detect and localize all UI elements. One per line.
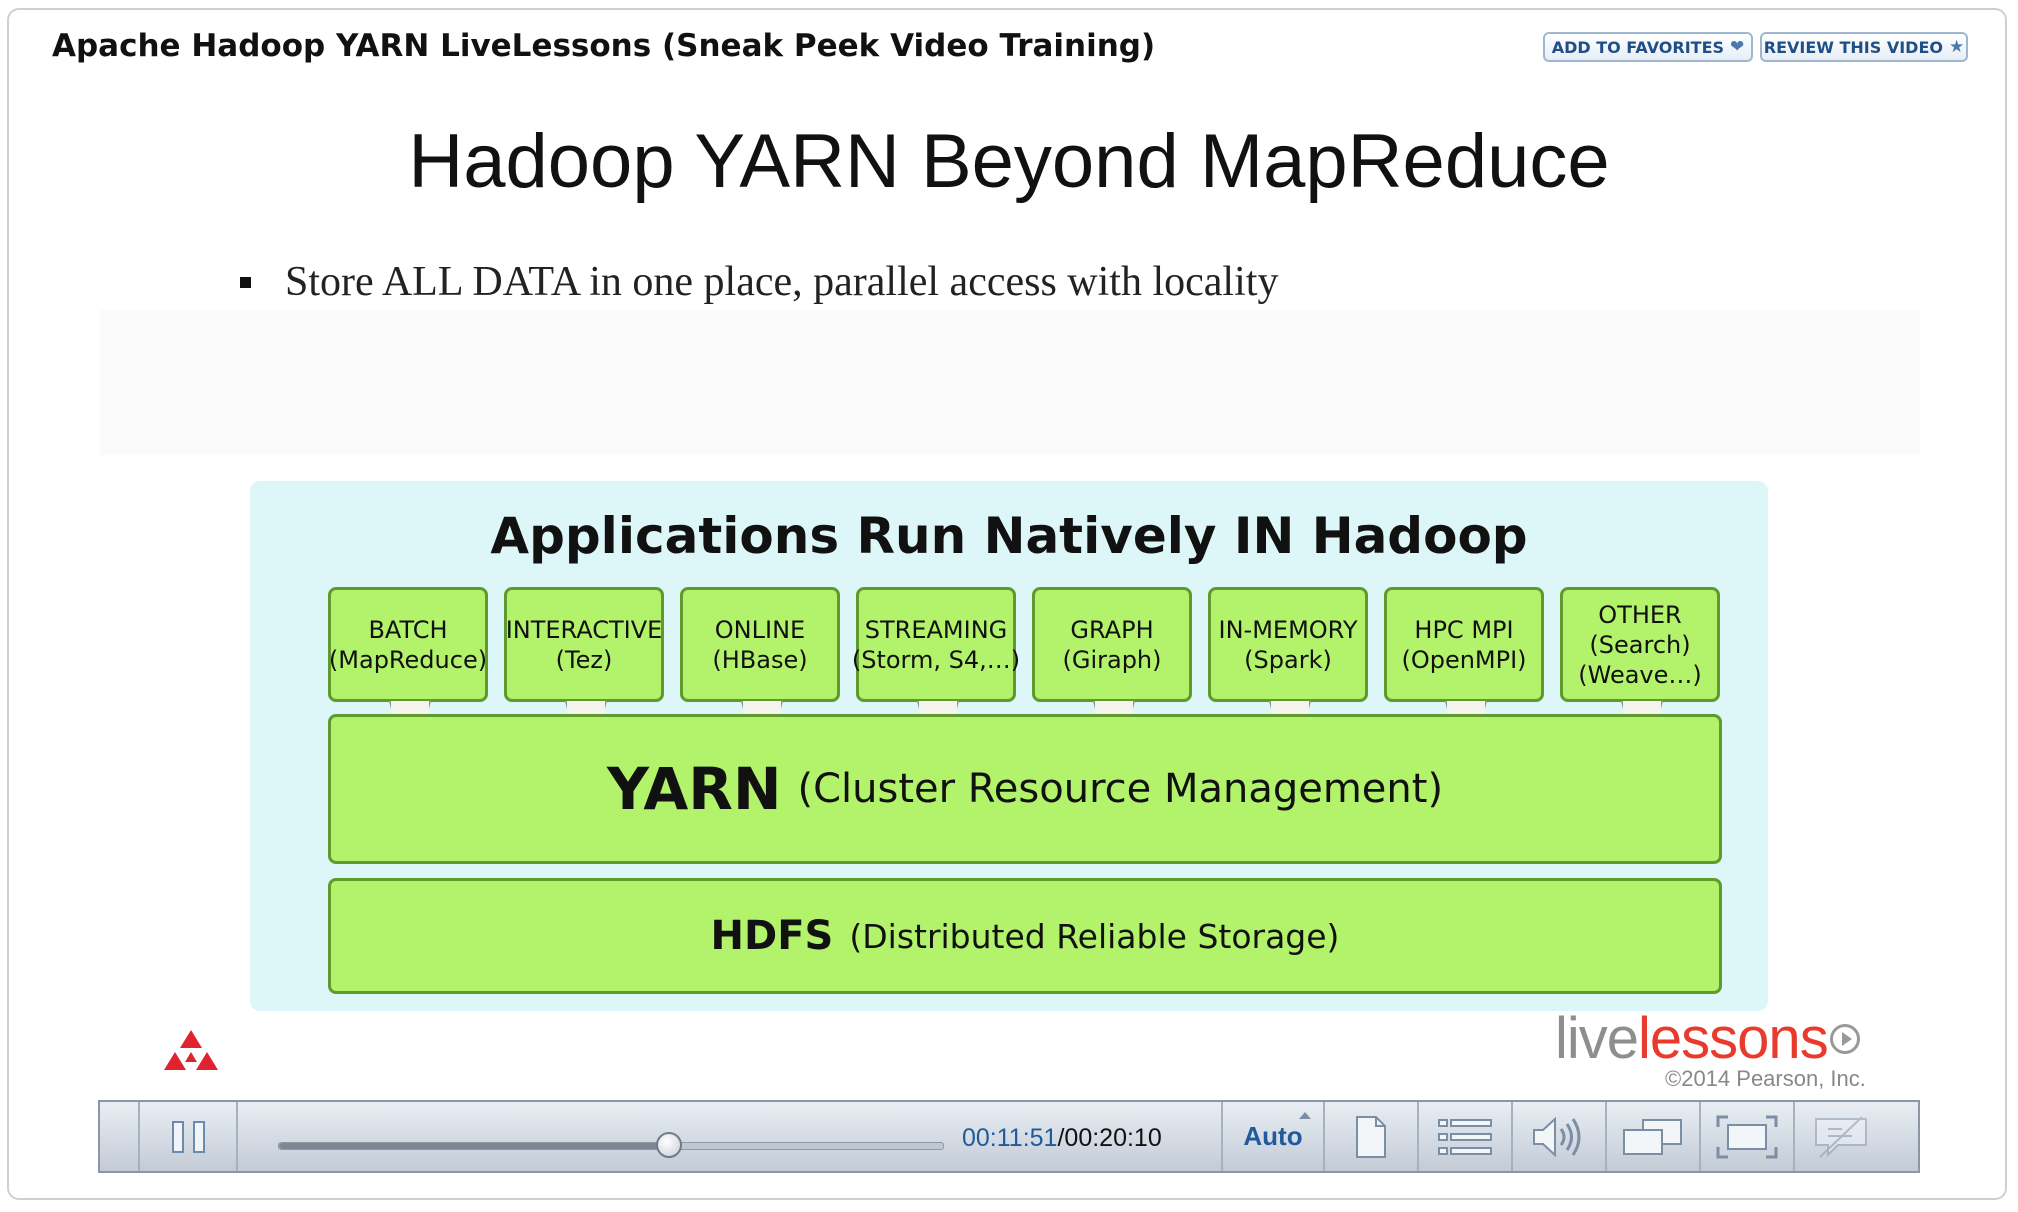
captions-icon — [1815, 1115, 1867, 1158]
caret-up-icon — [1299, 1112, 1311, 1119]
app-box-interactive: INTERACTIVE (Tez) — [504, 587, 664, 702]
app-box-in-memory: IN-MEMORY (Spark) — [1208, 587, 1368, 702]
total-time: 00:20:10 — [1064, 1124, 1162, 1152]
bullet-square-icon — [240, 276, 251, 288]
popout-button[interactable] — [1607, 1102, 1699, 1171]
yarn-layer-desc: (Cluster Resource Management) — [797, 766, 1444, 812]
app-box-hpc-mpi: HPC MPI (OpenMPI) — [1384, 587, 1544, 702]
brand-part-lessons: lessons — [1638, 1006, 1829, 1071]
seek-bar-progress — [279, 1143, 669, 1149]
app-box-line1: STREAMING — [864, 615, 1008, 644]
copyright-text: ©2014 Pearson, Inc. — [1665, 1066, 1866, 1091]
brand-part-live: live — [1555, 1006, 1639, 1071]
app-box-line1: HPC MPI — [1414, 615, 1514, 644]
yarn-architecture-diagram: Applications Run Natively IN Hadoop BATC… — [250, 481, 1768, 1011]
app-box-line2: (MapReduce) — [328, 645, 488, 674]
divider — [236, 1102, 238, 1171]
hdfs-layer-name: HDFS — [710, 913, 834, 959]
volume-button[interactable] — [1513, 1102, 1605, 1171]
app-box-line2: (HBase) — [712, 645, 808, 674]
app-box-line2: (Giraph) — [1062, 645, 1162, 674]
divider — [1605, 1102, 1607, 1171]
yarn-layer: YARN (Cluster Resource Management) — [328, 714, 1722, 864]
divider — [1699, 1102, 1701, 1171]
document-icon — [1356, 1115, 1386, 1158]
app-box-line2: (OpenMPI) — [1401, 645, 1527, 674]
star-icon: ★ — [1948, 37, 1965, 57]
divider — [1511, 1102, 1513, 1171]
pearson-logo-icon — [164, 1030, 218, 1070]
app-box-line2: (Search) — [1589, 630, 1691, 659]
app-box-streaming: STREAMING (Storm, S4,…) — [852, 587, 1020, 702]
diagram-heading: Applications Run Natively IN Hadoop — [490, 507, 1528, 565]
divider — [1323, 1102, 1325, 1171]
pause-icon — [192, 1120, 205, 1153]
document-button[interactable] — [1325, 1102, 1417, 1171]
app-box-batch: BATCH (MapReduce) — [328, 587, 488, 702]
hdfs-layer-desc: (Distributed Reliable Storage) — [849, 916, 1340, 956]
volume-icon — [1533, 1116, 1581, 1157]
app-box-line1: GRAPH — [1070, 615, 1154, 644]
divider — [138, 1102, 140, 1171]
popout-icon — [1623, 1118, 1682, 1155]
app-box-line3: (Weave…) — [1578, 660, 1702, 689]
app-box-other: OTHER (Search) (Weave…) — [1560, 587, 1720, 702]
chapters-button[interactable] — [1419, 1102, 1511, 1171]
add-to-favorites-button[interactable]: ADD TO FAVORITES ❤ — [1543, 32, 1753, 62]
add-to-favorites-label: ADD TO FAVORITES — [1551, 37, 1725, 57]
app-box-line2: (Tez) — [555, 645, 613, 674]
app-box-line1: BATCH — [368, 615, 448, 644]
seek-handle[interactable] — [655, 1132, 682, 1158]
quality-label: Auto — [1243, 1121, 1303, 1151]
app-box-line2: (Storm, S4,…) — [851, 645, 1021, 674]
play-circle-icon — [1829, 1023, 1860, 1054]
app-box-line1: OTHER — [1598, 600, 1682, 629]
app-box-line1: INTERACTIVE — [505, 615, 663, 644]
slide-background-band — [100, 310, 1920, 455]
slide-bullet: Store ALL DATA in one place, parallel ac… — [240, 258, 1278, 306]
app-box-line1: ONLINE — [714, 615, 806, 644]
app-box-graph: GRAPH (Giraph) — [1032, 587, 1192, 702]
fullscreen-button[interactable] — [1701, 1102, 1793, 1171]
hdfs-layer: HDFS (Distributed Reliable Storage) — [328, 878, 1722, 994]
divider — [1417, 1102, 1419, 1171]
app-box-online: ONLINE (HBase) — [680, 587, 840, 702]
livelessons-logo: livelessons — [1555, 1005, 1860, 1072]
time-display: 00:11:51/00:20:10 — [962, 1124, 1162, 1153]
chapters-list-icon — [1438, 1118, 1492, 1155]
quality-selector[interactable]: Auto — [1225, 1102, 1321, 1171]
app-box-line1: IN-MEMORY — [1218, 615, 1358, 644]
pause-button[interactable] — [142, 1102, 234, 1171]
time-separator: / — [1057, 1124, 1065, 1152]
fullscreen-icon — [1716, 1115, 1778, 1158]
divider — [1221, 1102, 1223, 1171]
seek-bar[interactable] — [278, 1132, 944, 1158]
divider — [1793, 1102, 1795, 1171]
app-box-line2: (Spark) — [1244, 645, 1332, 674]
current-time: 00:11:51 — [962, 1124, 1058, 1152]
bullet-text: Store ALL DATA in one place, parallel ac… — [285, 259, 1279, 305]
review-this-video-button[interactable]: REVIEW THIS VIDEO ★ — [1760, 32, 1968, 62]
heart-icon: ❤ — [1730, 37, 1745, 57]
page-title: Apache Hadoop YARN LiveLessons (Sneak Pe… — [52, 28, 1156, 64]
yarn-layer-name: YARN — [606, 755, 782, 823]
review-this-video-label: REVIEW THIS VIDEO — [1763, 37, 1943, 57]
slide-title: Hadoop YARN Beyond MapReduce — [408, 119, 1610, 204]
pause-icon — [171, 1120, 184, 1153]
captions-button[interactable] — [1795, 1102, 1887, 1171]
video-controls-bar: 00:11:51/00:20:10 Auto — [98, 1100, 1920, 1173]
